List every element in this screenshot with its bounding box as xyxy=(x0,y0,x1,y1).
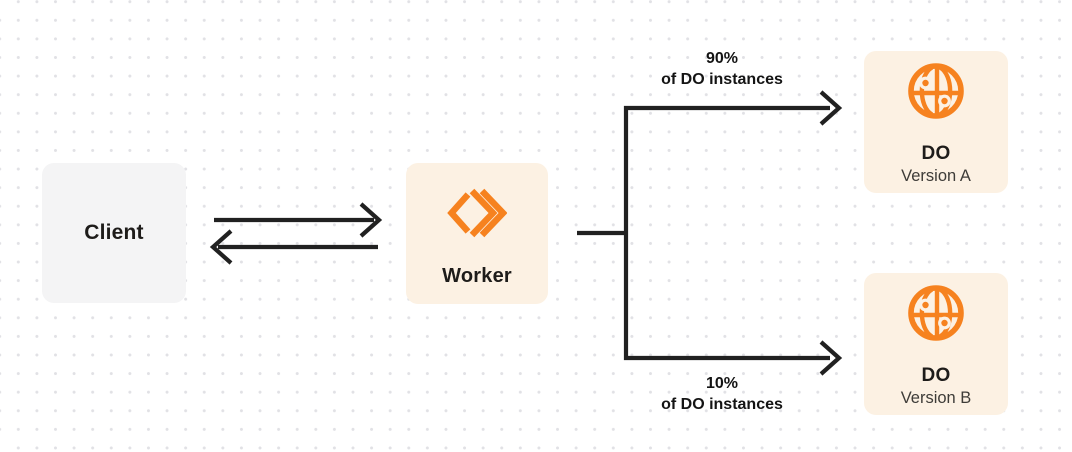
do-b-subtitle: Version B xyxy=(900,389,972,407)
worker-label: Worker xyxy=(442,265,512,287)
arrowhead-worker-to-client xyxy=(209,229,233,265)
branch-top-percent: 90% xyxy=(705,50,739,67)
workers-chevron-2 xyxy=(479,188,507,238)
branch-top-label: 90% of DO instances xyxy=(612,48,832,90)
worker-node: Worker xyxy=(406,163,548,304)
globe-dot-lower-right xyxy=(941,319,948,327)
do-version-a-node: DO Version A xyxy=(864,51,1008,193)
branch-trunk xyxy=(623,105,830,361)
workers-left-bracket xyxy=(447,192,471,234)
do-b-title: DO xyxy=(921,365,951,386)
do-version-b-node: DO Version B xyxy=(864,273,1008,415)
globe-dot-upper-left xyxy=(922,301,929,309)
globe-dot-upper-left xyxy=(922,79,929,87)
branch-bottom-label: 10% of DO instances xyxy=(612,373,832,415)
client-label: Client xyxy=(84,221,144,244)
do-a-title: DO xyxy=(921,143,951,164)
arrowhead-to-do-a xyxy=(819,90,843,126)
client-node: Client xyxy=(42,163,186,303)
branch-top-caption: of DO instances xyxy=(661,71,783,88)
branch-bottom-percent: 10% xyxy=(705,375,739,392)
globe-icon xyxy=(908,285,964,341)
globe-icon xyxy=(908,63,964,119)
branch-bottom-caption: of DO instances xyxy=(661,396,783,413)
do-a-subtitle: Version A xyxy=(901,167,971,185)
workers-chevron-1 xyxy=(469,188,498,238)
arrowhead-client-to-worker xyxy=(359,202,383,238)
workers-chevrons-icon xyxy=(447,188,507,238)
globe-dot-lower-right xyxy=(941,97,948,105)
arrowhead-to-do-b xyxy=(819,340,843,376)
